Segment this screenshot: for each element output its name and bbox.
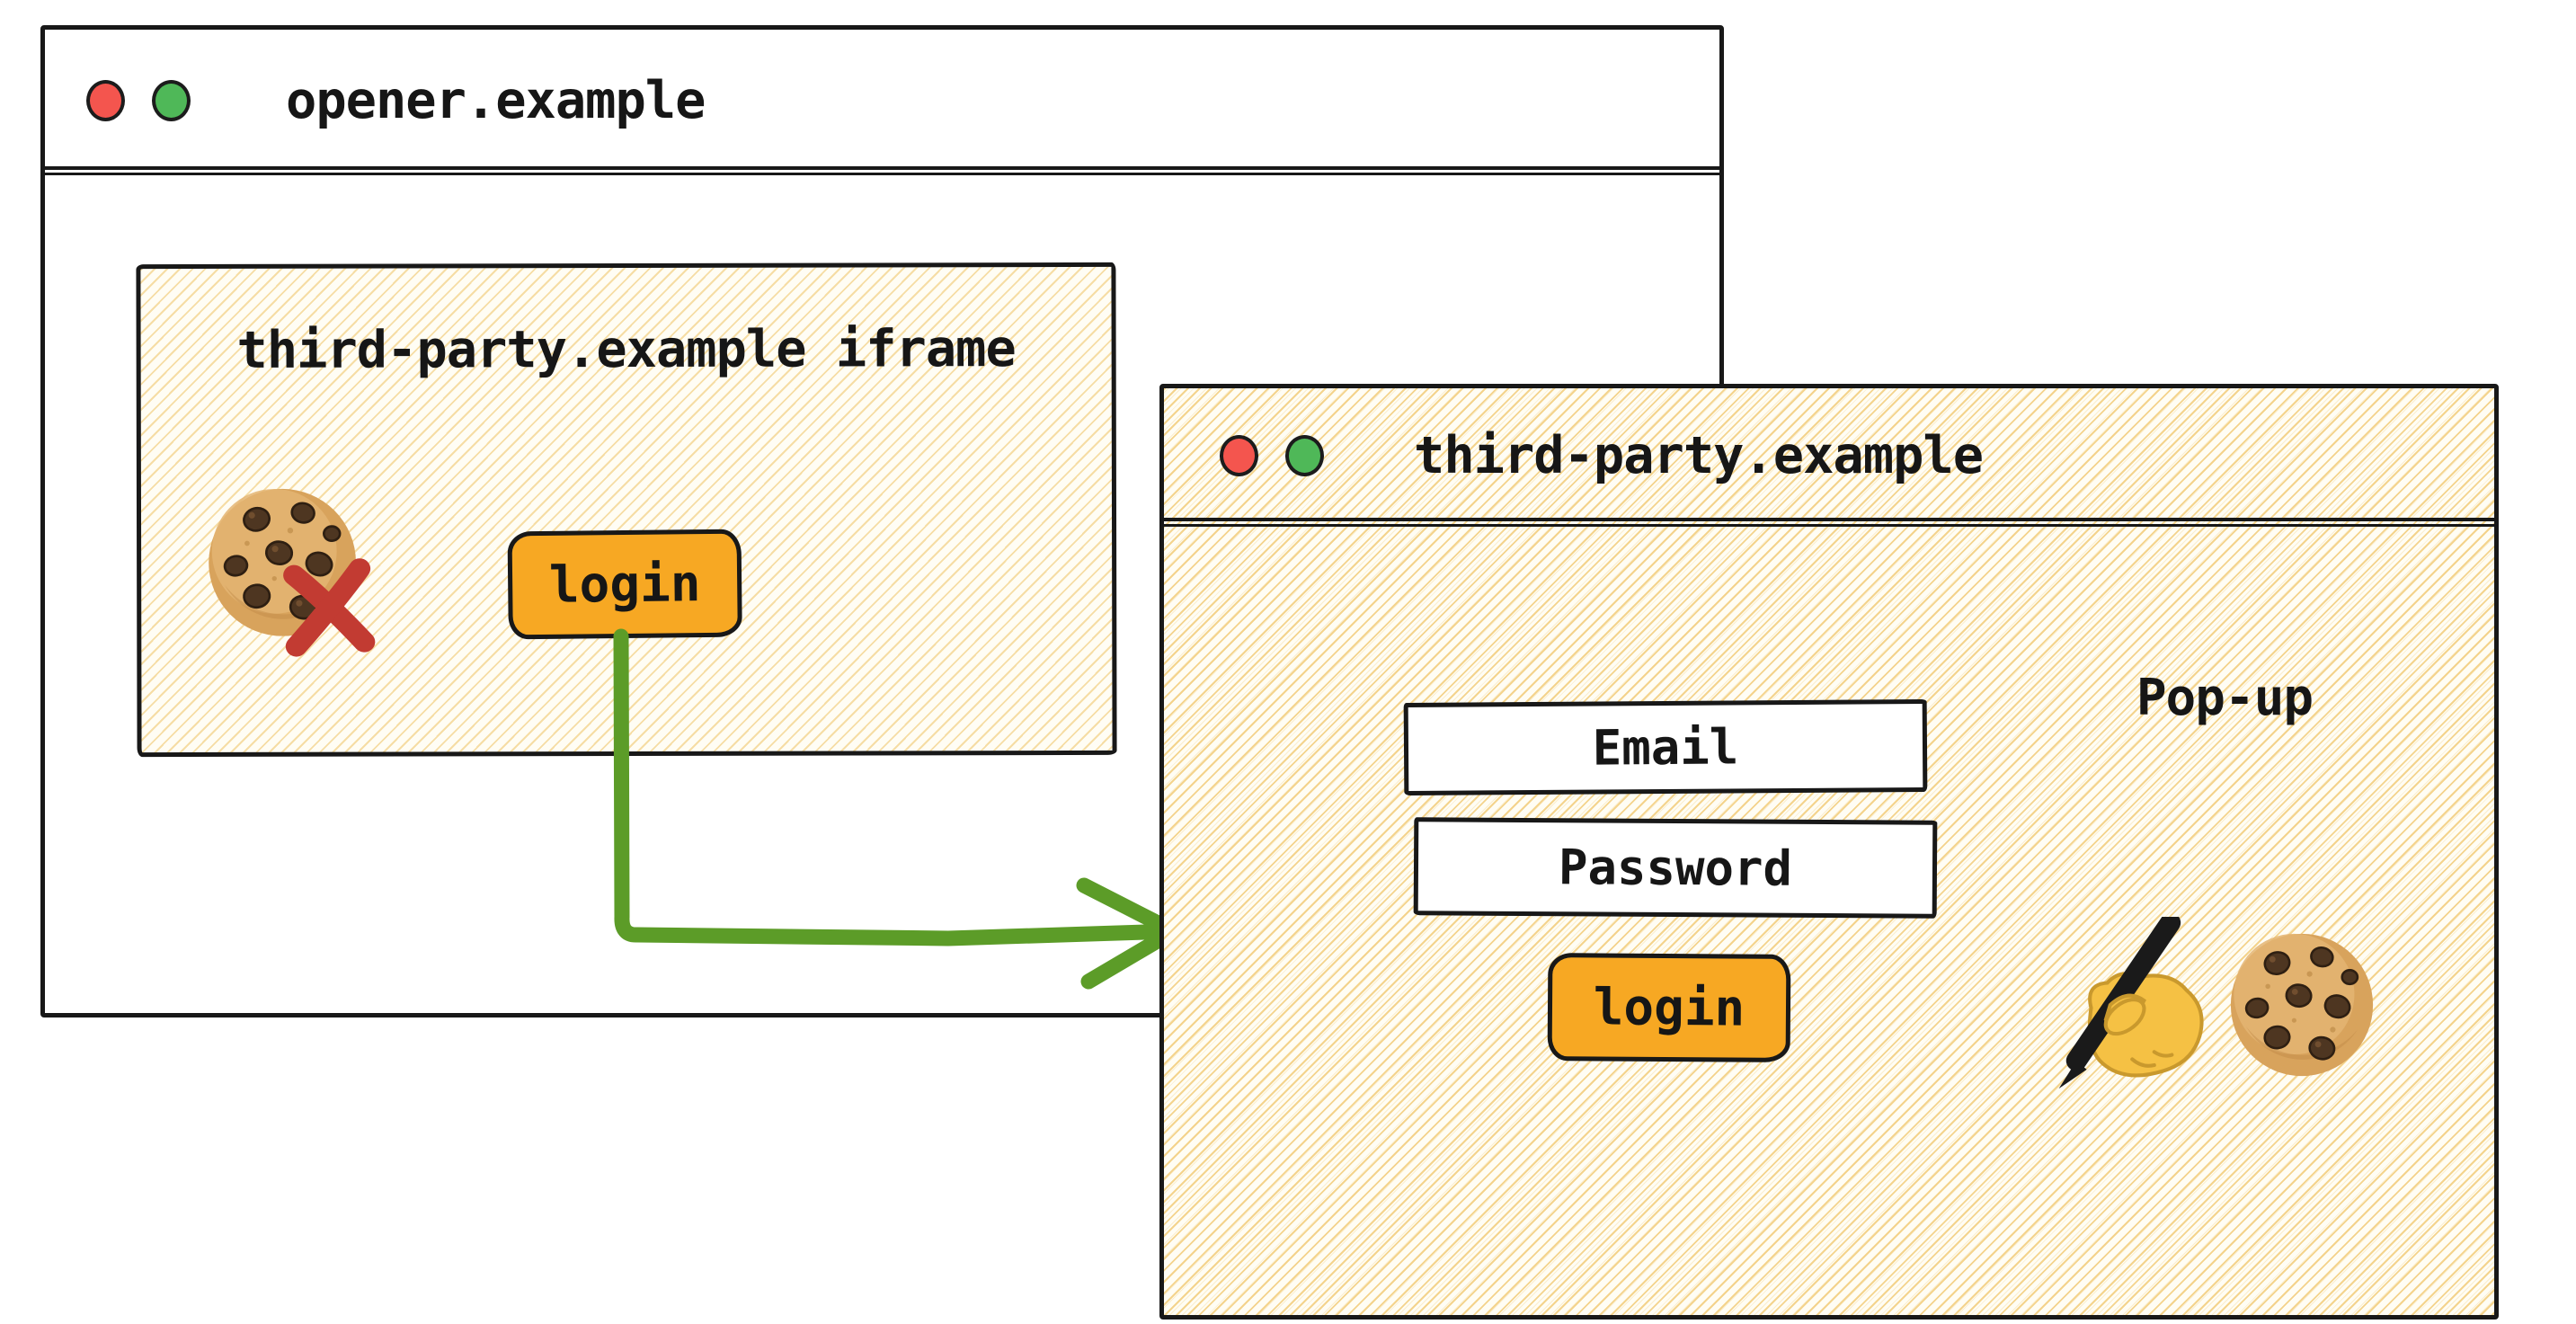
popup-browser-window: third-party.example Pop-up Email Passwor… (1159, 384, 2499, 1320)
password-field[interactable]: Password (1413, 817, 1938, 919)
cookie-icon (2225, 928, 2379, 1082)
opener-titlebar: opener.example (45, 30, 1719, 172)
iframe-login-button[interactable]: login (507, 529, 742, 640)
popup-annotation: Pop-up (2136, 669, 2314, 727)
popup-titlebar: third-party.example (1164, 388, 2494, 523)
opener-window-title: opener.example (286, 71, 706, 130)
writing-hand-icon (2041, 917, 2217, 1093)
popup-window-title: third-party.example (1414, 426, 1984, 485)
iframe-label: third-party.example iframe (236, 319, 1016, 380)
email-field[interactable]: Email (1403, 698, 1928, 796)
popup-login-button[interactable]: login (1547, 953, 1791, 1062)
opener-titlebar-divider (43, 166, 1721, 176)
popup-titlebar-divider (1162, 518, 2496, 528)
red-x-icon (272, 553, 386, 661)
green-traffic-dot[interactable] (1285, 435, 1324, 476)
red-traffic-dot[interactable] (86, 80, 125, 121)
green-elbow-arrow (613, 628, 1182, 990)
green-traffic-dot[interactable] (152, 80, 191, 121)
red-traffic-dot[interactable] (1220, 435, 1258, 476)
